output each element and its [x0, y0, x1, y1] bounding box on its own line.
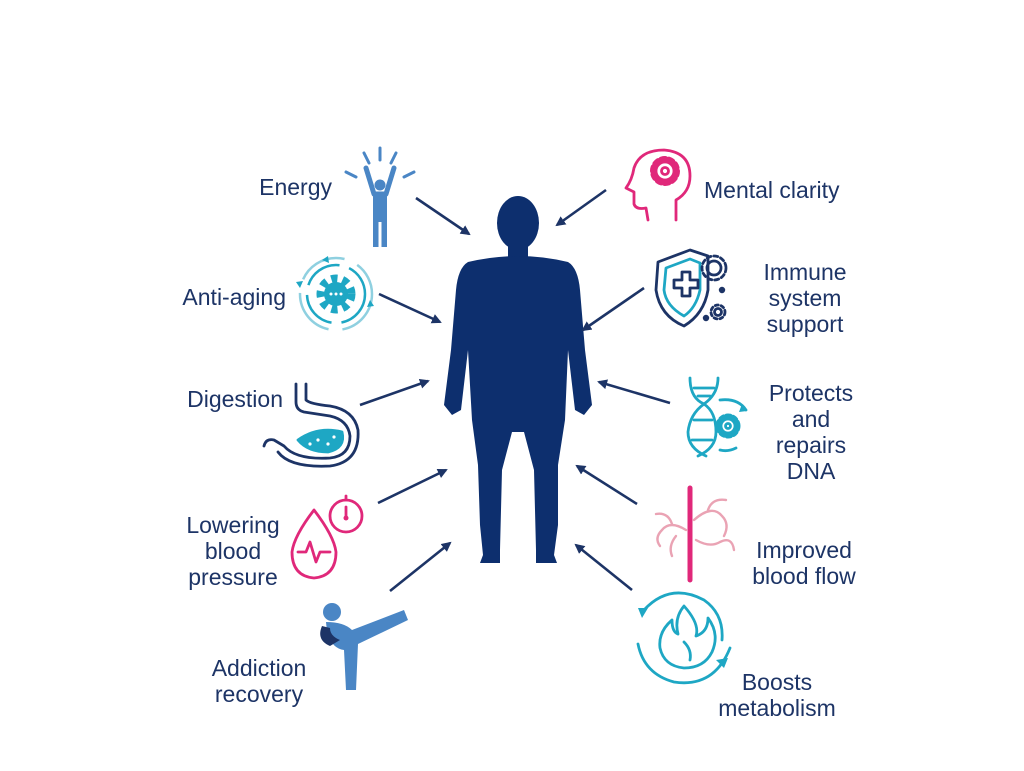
- kicking-person-icon: [320, 603, 408, 690]
- arrow-anti-aging: [378, 292, 442, 324]
- head-gear-icon: [624, 148, 692, 222]
- label-digestion: Digestion: [187, 386, 283, 412]
- label-protects-dna: Protects and repairs DNA: [768, 380, 854, 484]
- label-immune-support: Immune system support: [763, 259, 847, 337]
- arrow-mental: [555, 188, 607, 227]
- label-energy: Energy: [259, 174, 332, 200]
- arrow-metabolism: [574, 543, 633, 592]
- blood-drop-gauge-icon: [290, 494, 364, 580]
- label-anti-aging: Anti-aging: [182, 284, 286, 310]
- label-boosts-metabolism: Boosts metabolism: [718, 669, 836, 721]
- human-body-silhouette: [444, 196, 592, 563]
- arrows: [359, 188, 671, 593]
- arrow-addiction: [389, 541, 452, 593]
- arrow-energy: [415, 196, 471, 236]
- gear-cycle-icon: [296, 256, 374, 332]
- arrow-immune: [581, 286, 645, 332]
- label-improved-blood-flow: Improved blood flow: [752, 537, 856, 589]
- shield-cross-virus-icon: [654, 248, 728, 328]
- arrow-blood-pressure: [377, 468, 448, 505]
- stomach-icon: [262, 382, 360, 468]
- flame-cycle-icon: [636, 591, 732, 685]
- blood-vessel-icon: [654, 485, 736, 583]
- label-addiction-recovery: Addiction recovery: [211, 655, 307, 707]
- arrow-blood-flow: [575, 464, 638, 506]
- label-mental-clarity: Mental clarity: [704, 177, 840, 203]
- arrow-dna: [597, 379, 671, 405]
- dna-gear-icon: [686, 376, 748, 458]
- arrow-digestion: [359, 378, 430, 407]
- label-blood-pressure: Lowering blood pressure: [186, 512, 280, 590]
- person-arms-raised-icon: [344, 146, 416, 247]
